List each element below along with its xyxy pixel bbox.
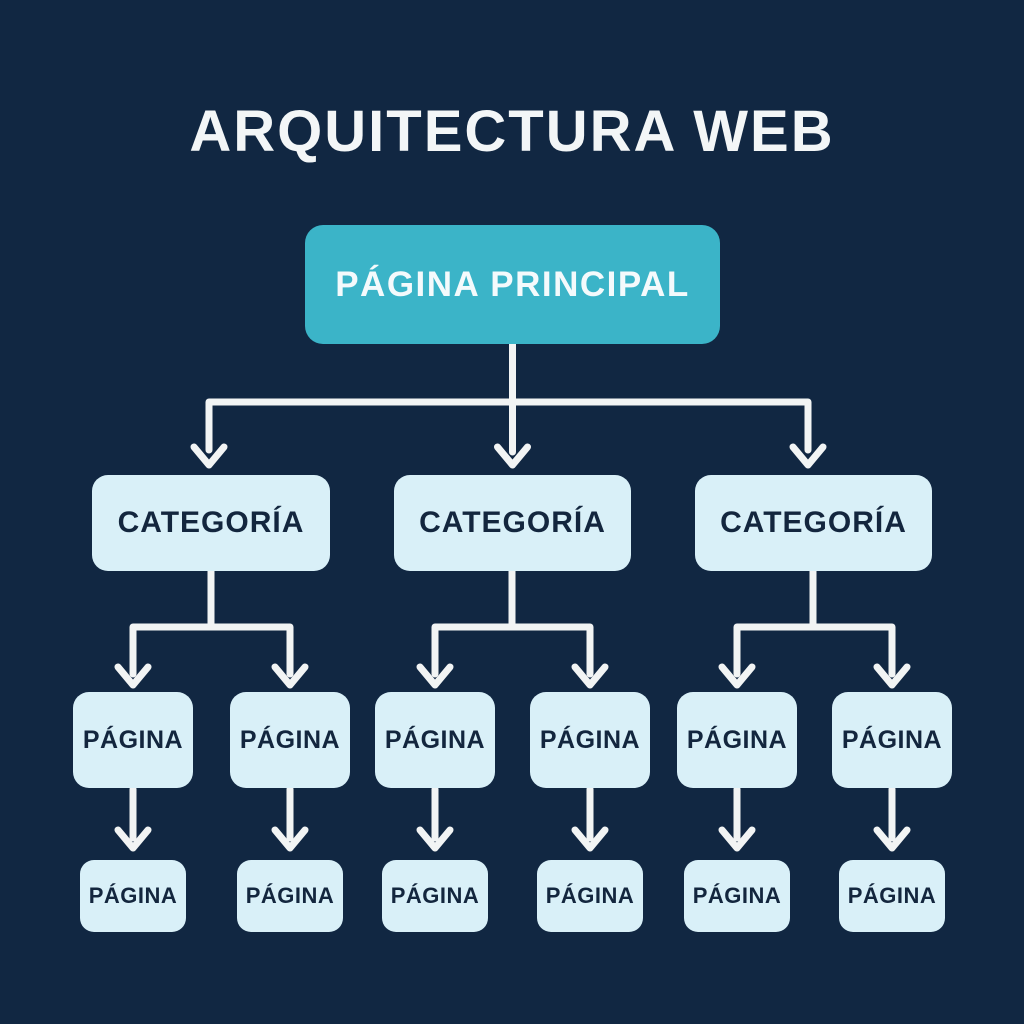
root-to-categories-connector	[190, 340, 827, 469]
category-node-3: CATEGORÍA	[695, 475, 932, 571]
subpage-node-1: PÁGINA	[80, 860, 186, 932]
subpage-node-4: PÁGINA	[537, 860, 643, 932]
category-1-to-pages-connector	[114, 566, 309, 689]
subpage-node-6: PÁGINA	[839, 860, 945, 932]
subpage-node-3: PÁGINA	[382, 860, 488, 932]
subpage-node-5: PÁGINA	[684, 860, 790, 932]
main-page-node: PÁGINA PRINCIPAL	[305, 225, 720, 344]
category-3-to-pages-connector	[718, 566, 911, 689]
category-2-to-pages-connector	[416, 566, 609, 689]
page-node-2: PÁGINA	[230, 692, 350, 788]
category-node-1: CATEGORÍA	[92, 475, 330, 571]
page-node-1: PÁGINA	[73, 692, 193, 788]
subpage-node-2: PÁGINA	[237, 860, 343, 932]
page-node-5: PÁGINA	[677, 692, 797, 788]
page-node-4: PÁGINA	[530, 692, 650, 788]
pages-to-subpages-connectors	[114, 785, 911, 852]
diagram-title: ARQUITECTURA WEB	[189, 99, 835, 164]
category-node-2: CATEGORÍA	[394, 475, 631, 571]
page-node-6: PÁGINA	[832, 692, 952, 788]
page-node-3: PÁGINA	[375, 692, 495, 788]
